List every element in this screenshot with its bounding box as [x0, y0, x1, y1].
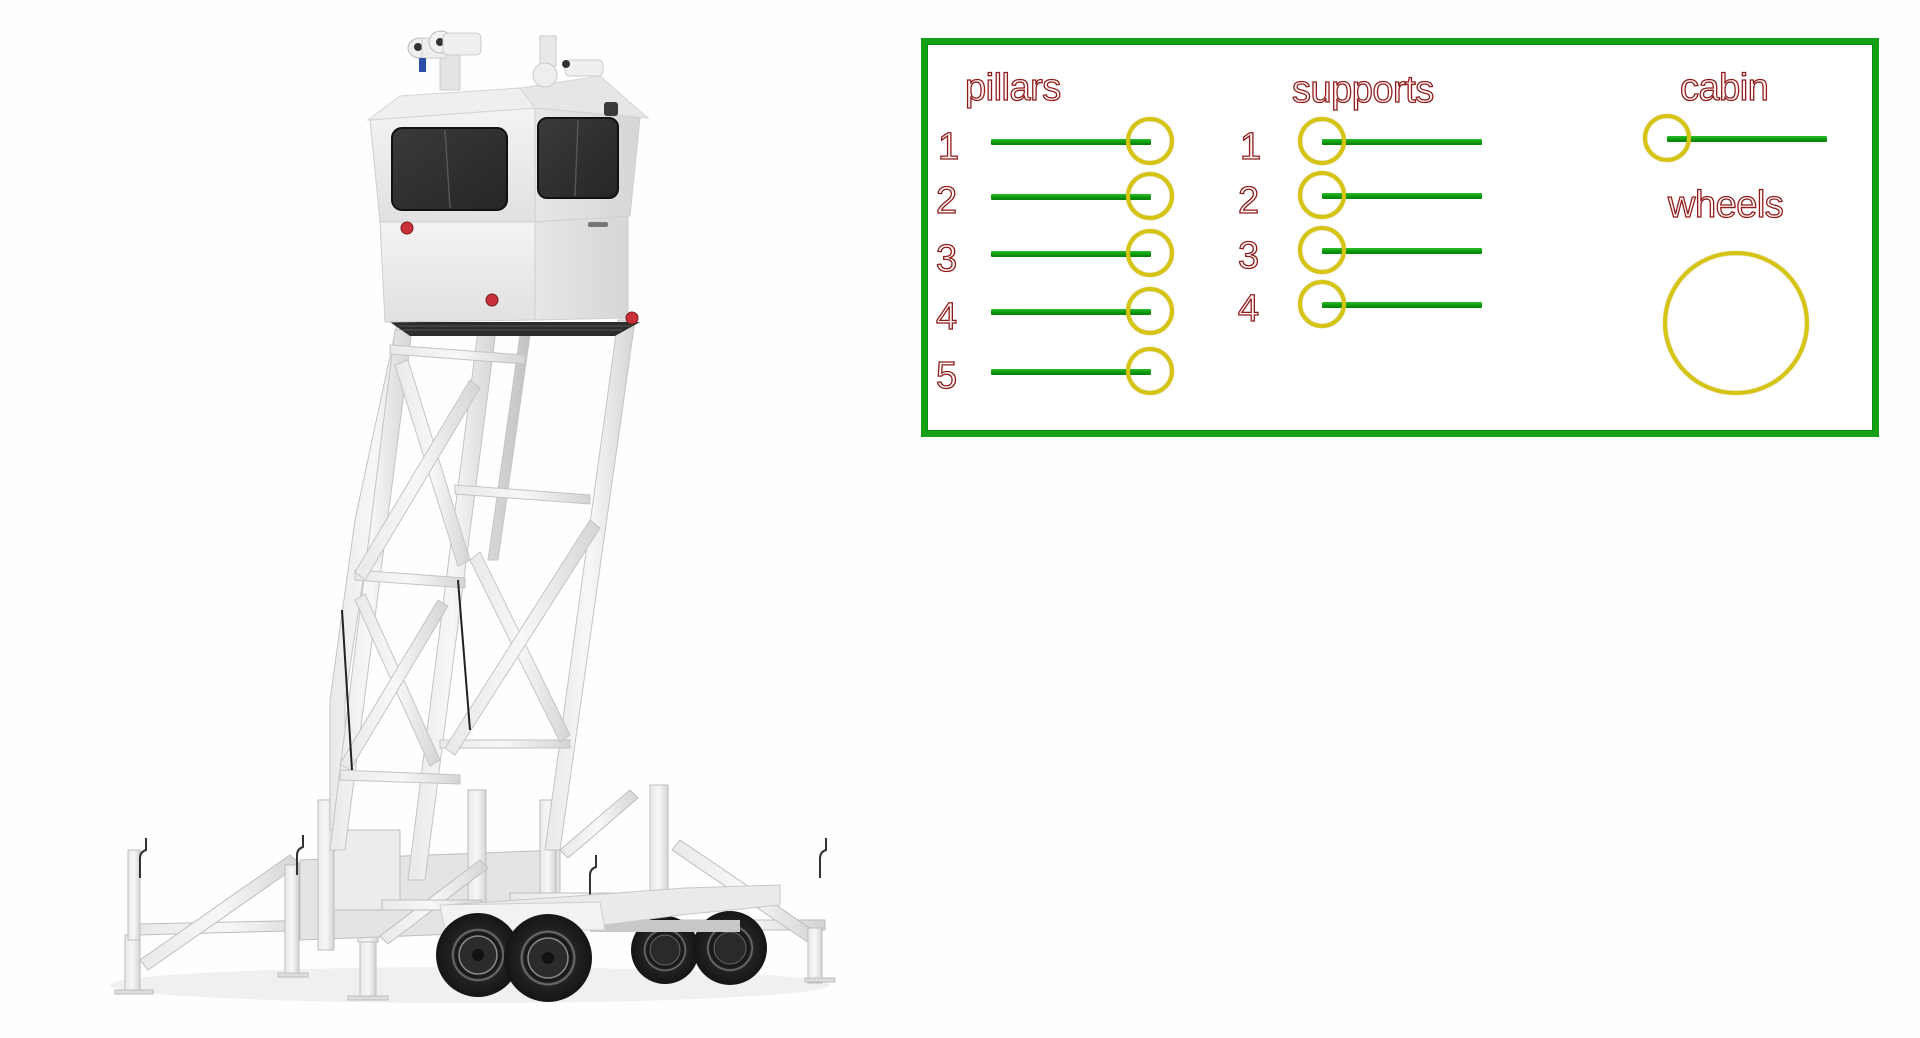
- support-slider-knob[interactable]: [1298, 280, 1346, 328]
- pillar-slider-track[interactable]: [991, 251, 1151, 257]
- wheels-rotation-dial[interactable]: [1663, 251, 1809, 395]
- support-slider-knob[interactable]: [1298, 171, 1346, 219]
- support-slider-track[interactable]: [1322, 139, 1482, 145]
- pillar-number: 4: [935, 296, 957, 338]
- support-number: 2: [1237, 180, 1259, 222]
- pillar-slider-track[interactable]: [991, 139, 1151, 145]
- pillar-slider-track[interactable]: [991, 369, 1151, 375]
- support-slider-knob[interactable]: [1298, 226, 1346, 274]
- support-slider-track[interactable]: [1322, 193, 1482, 199]
- cabin: [366, 30, 650, 336]
- pillar-slider-knob[interactable]: [1126, 347, 1174, 395]
- tower-lattice: [329, 234, 636, 881]
- base-frame: [114, 784, 836, 1001]
- cabin-slider-knob[interactable]: [1643, 114, 1691, 162]
- support-slider-knob[interactable]: [1298, 117, 1346, 165]
- surveillance-tower-model[interactable]: [0, 0, 900, 1038]
- pillar-number: 5: [935, 355, 957, 397]
- support-number: 4: [1237, 288, 1259, 330]
- pillar-slider-track[interactable]: [991, 309, 1151, 315]
- support-slider-track[interactable]: [1322, 248, 1482, 254]
- pillar-number: 1: [937, 126, 959, 168]
- control-panel: pillars 1 2 3 4 5: [921, 38, 1879, 437]
- pillar-number: 2: [935, 180, 957, 222]
- pillar-slider-knob[interactable]: [1126, 229, 1174, 277]
- pillar-number: 3: [935, 238, 957, 280]
- cabin-slider-track[interactable]: [1667, 136, 1827, 142]
- pillar-slider-track[interactable]: [991, 194, 1151, 200]
- wheels-label: wheels: [1667, 184, 1784, 226]
- cabin-label: cabin: [1679, 67, 1769, 109]
- supports-label: supports: [1291, 69, 1435, 111]
- support-slider-track[interactable]: [1322, 302, 1482, 308]
- pillar-slider-knob[interactable]: [1126, 172, 1174, 220]
- pillar-slider-knob[interactable]: [1126, 117, 1174, 165]
- pillars-label: pillars: [964, 67, 1062, 109]
- support-number: 3: [1237, 235, 1259, 277]
- trailer-wheels: [436, 884, 781, 1002]
- pillar-slider-knob[interactable]: [1126, 287, 1174, 335]
- support-number: 1: [1239, 126, 1261, 168]
